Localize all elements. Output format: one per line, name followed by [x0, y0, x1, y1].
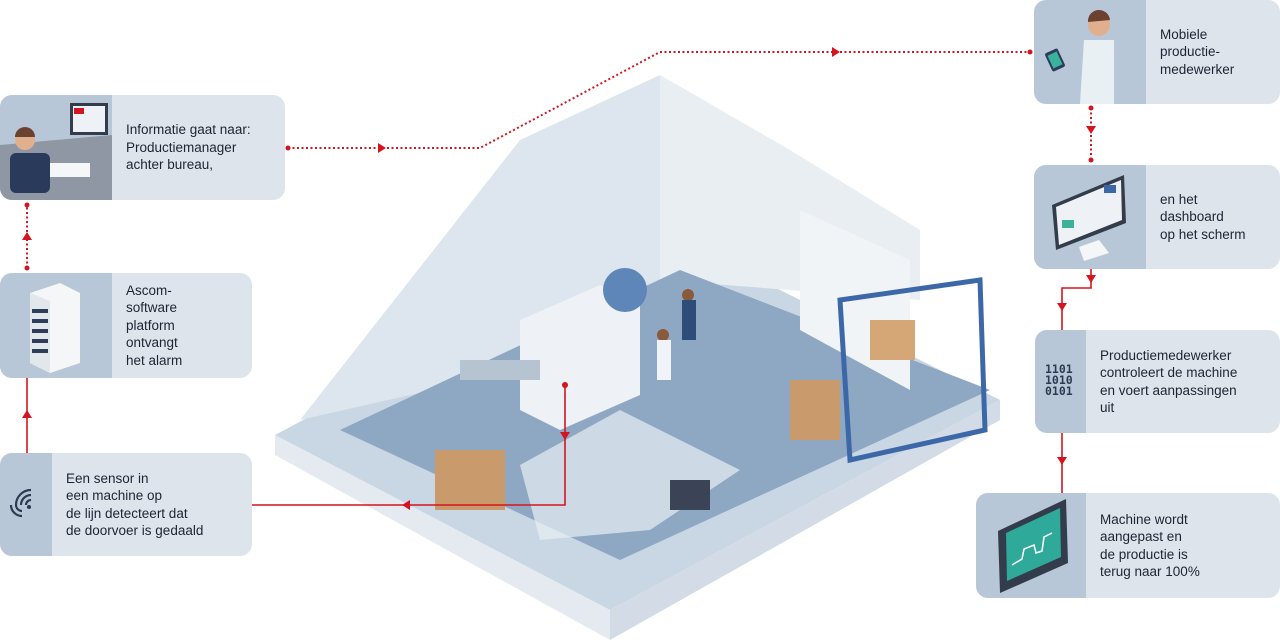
text-line: Mobiele: [1160, 26, 1208, 42]
text-line: aangepast en: [1100, 529, 1182, 544]
text-line: platform: [126, 317, 175, 333]
binary-line: 1101: [1045, 362, 1073, 376]
text-line: Productiemanager: [126, 139, 237, 155]
mobile-worker-icon: [1034, 0, 1146, 104]
step-text: Machine wordt aangepast en de productie …: [1086, 493, 1214, 598]
step-machine: Machine wordt aangepast en de productie …: [976, 493, 1280, 598]
step-worker: 1101 1010 0101 Productiemedewerker contr…: [1035, 330, 1280, 433]
text-line: productie-: [1160, 44, 1221, 60]
step-platform: Ascom- software platform ontvangt het al…: [0, 273, 252, 378]
wireless-signal-icon: [0, 453, 52, 556]
monitor-dashboard-icon: [1034, 165, 1146, 269]
step-mobile: Mobiele productie- medewerker: [1034, 0, 1280, 104]
step-sensor: Een sensor in een machine op de lijn det…: [0, 453, 252, 556]
step-text: en het dashboard op het scherm: [1146, 165, 1260, 269]
step-text: Mobiele productie- medewerker: [1146, 0, 1248, 104]
text-line: Machine wordt: [1100, 511, 1188, 527]
text-line: het alarm: [126, 352, 183, 368]
text-line: op het scherm: [1160, 226, 1246, 242]
text-line: een machine op: [66, 488, 163, 503]
binary-line: 1010: [1045, 373, 1073, 387]
binary-line: 0101: [1045, 384, 1073, 398]
text-line: Informatie gaat naar:: [126, 122, 251, 138]
text-line: achter bureau,: [126, 157, 214, 173]
text-line: ontvangt: [126, 335, 178, 351]
text-line: uit: [1100, 400, 1115, 415]
text-line: Productiemedewerker: [1100, 347, 1232, 363]
step-text: Productiemedewerker controleert de machi…: [1086, 330, 1251, 433]
desk-worker-icon: [0, 95, 112, 200]
text-line: Een sensor in: [66, 470, 149, 486]
text-line: terug naar 100%: [1100, 564, 1200, 579]
machine-display-icon: [976, 493, 1086, 598]
text-line: software: [126, 300, 178, 316]
binary-code-icon: 1101 1010 0101: [1035, 330, 1086, 433]
step-text: Informatie gaat naar: Productiemanager a…: [112, 95, 265, 200]
text-line: de lijn detecteert dat: [66, 505, 188, 521]
step-text: Ascom- software platform ontvangt het al…: [112, 273, 196, 378]
text-line: de productie is: [1100, 546, 1188, 562]
step-manager: Informatie gaat naar: Productiemanager a…: [0, 95, 285, 200]
text-line: medewerker: [1160, 61, 1235, 77]
step-dashboard: en het dashboard op het scherm: [1034, 165, 1280, 269]
step-text: Een sensor in een machine op de lijn det…: [52, 453, 217, 556]
text-line: de doorvoer is gedaald: [66, 523, 204, 538]
text-line: Ascom-: [126, 282, 172, 298]
text-line: en voert aanpassingen: [1100, 382, 1237, 398]
text-line: controleert de machine: [1100, 365, 1238, 380]
server-icon: [0, 273, 112, 378]
text-line: en het: [1160, 191, 1198, 207]
text-line: dashboard: [1160, 209, 1224, 225]
